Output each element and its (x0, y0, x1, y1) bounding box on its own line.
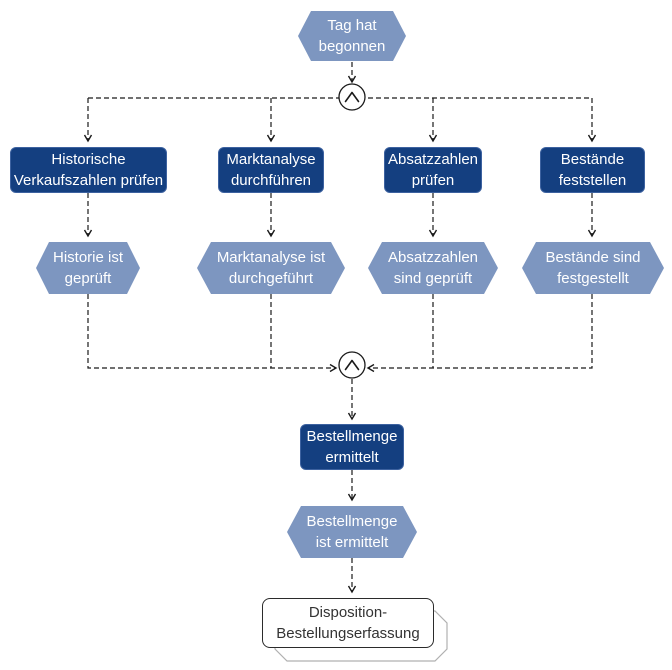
function-marktanalyse[interactable]: Marktanalyse durchführen (218, 147, 324, 193)
event-start[interactable]: Tag hat begonnen (298, 11, 406, 61)
edge-event1-to-join (87, 294, 338, 373)
function-bestaende[interactable]: Bestände feststellen (540, 147, 645, 193)
and-join-connector[interactable] (338, 351, 366, 379)
function-label: Absatzzahlen prüfen (387, 151, 479, 189)
function-label: Historische Verkaufszahlen prüfen (13, 151, 164, 189)
hexagon-shape (287, 506, 417, 558)
function-label: Bestellmenge ermittelt (306, 428, 398, 466)
process-path-shape (262, 598, 434, 648)
hexagon-shape (368, 242, 498, 294)
function-label: Marktanalyse durchführen (226, 151, 316, 189)
event-marktanalyse-durchgefuehrt[interactable]: Marktanalyse ist durchgeführt (197, 242, 345, 294)
process-path-disposition[interactable]: Disposition- Bestellungserfassung (262, 598, 434, 648)
event-absatzzahlen-geprueft[interactable]: Absatzzahlen sind geprüft (368, 242, 498, 294)
event-historie-geprueft[interactable]: Historie ist geprüft (36, 242, 140, 294)
edge-event4-to-join (366, 294, 593, 373)
event-bestaende-festgestellt[interactable]: Bestände sind festgestellt (522, 242, 664, 294)
function-bestellmenge-ermittelt[interactable]: Bestellmenge ermittelt (300, 424, 404, 470)
function-historische-verkaufszahlen[interactable]: Historische Verkaufszahlen prüfen (10, 147, 167, 193)
function-absatzzahlen[interactable]: Absatzzahlen prüfen (384, 147, 482, 193)
hexagon-shape (197, 242, 345, 294)
function-label: Bestände feststellen (558, 151, 627, 189)
hexagon-shape (36, 242, 140, 294)
hexagon-shape (522, 242, 664, 294)
and-operator-icon (344, 91, 360, 103)
and-operator-icon (344, 359, 360, 371)
hexagon-shape (298, 11, 406, 61)
and-split-connector[interactable] (338, 83, 366, 111)
event-bestellmenge-ermittelt[interactable]: Bestellmenge ist ermittelt (287, 506, 417, 558)
